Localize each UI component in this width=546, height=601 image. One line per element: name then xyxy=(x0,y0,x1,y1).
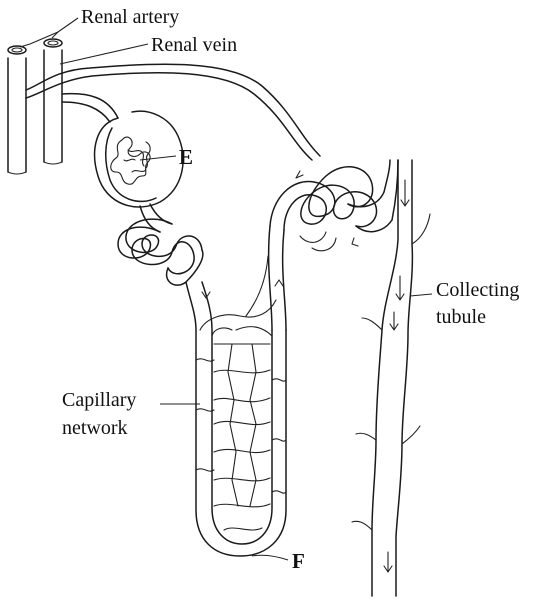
renal-artery-leader xyxy=(20,18,78,47)
renal-vein-label: Renal vein xyxy=(151,34,237,56)
renal-vessels xyxy=(8,39,320,174)
capillary-network-label-line1: Capillary xyxy=(62,389,136,411)
loop-of-henle xyxy=(186,226,286,556)
point-e-leader xyxy=(140,156,176,160)
proximal-convoluted-tubule xyxy=(118,219,203,285)
point-f-label: F xyxy=(292,549,305,573)
distal-convoluted-tubule xyxy=(270,167,392,251)
collecting-tubule-label-line1: Collecting xyxy=(436,279,519,301)
collecting-tubule-label-line2: tubule xyxy=(436,306,486,328)
point-e-label: E xyxy=(179,145,193,169)
capillary-network-label-line2: network xyxy=(62,417,128,439)
point-f-leader xyxy=(252,555,288,560)
collecting-tubule xyxy=(352,160,430,596)
renal-vein-leader xyxy=(60,44,148,64)
collecting-tubule-leader xyxy=(410,294,432,296)
glomerulus xyxy=(95,111,183,232)
renal-artery-label: Renal artery xyxy=(81,6,179,28)
